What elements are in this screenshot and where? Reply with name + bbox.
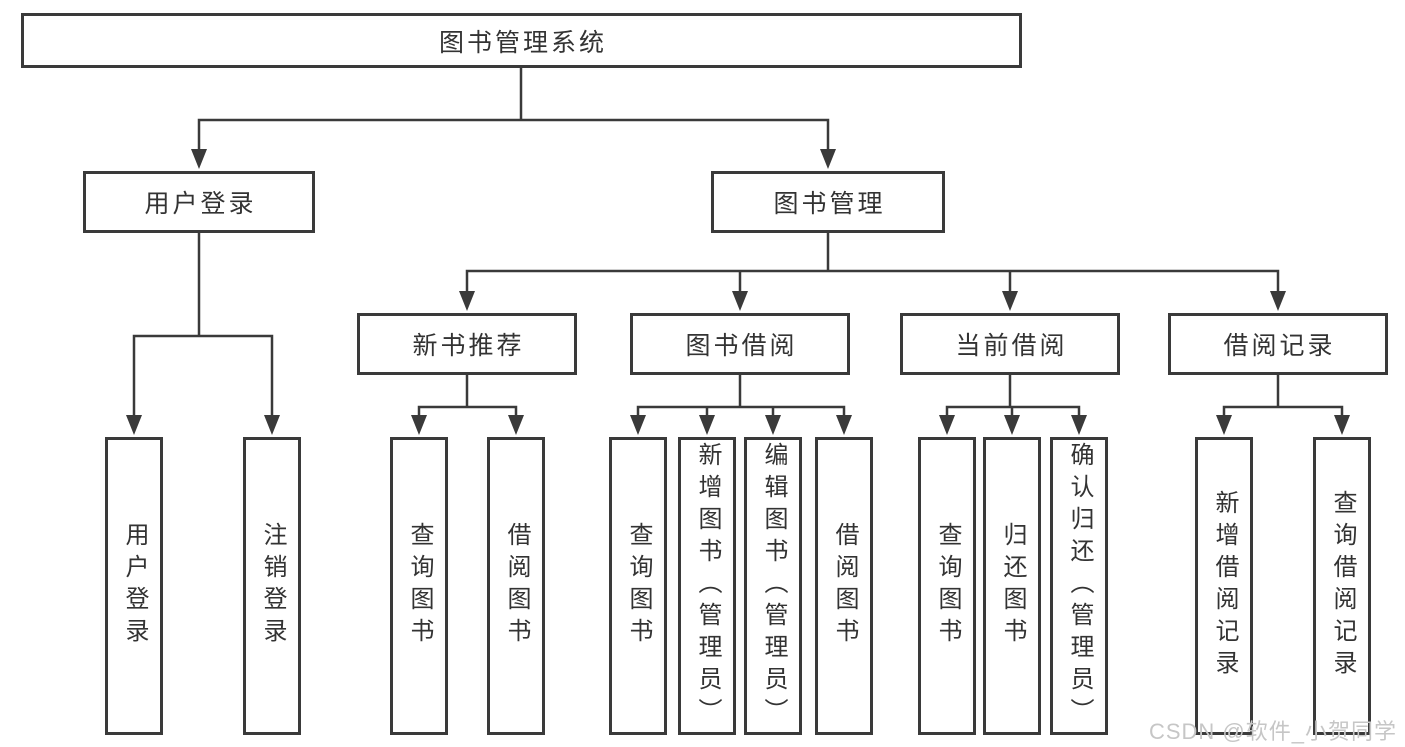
node-borrow-records-label: 借阅记录 — [1223, 332, 1336, 360]
leaf-borrow-borrow-book-label: 借阅图书 — [831, 522, 858, 650]
leaf-logout-label: 注销登录 — [259, 522, 286, 650]
node-current-borrow: 当前借阅 — [900, 313, 1120, 375]
node-new-book-recommend-label: 新书推荐 — [412, 332, 525, 360]
leaf-borrow-query-book: 查询图书 — [609, 437, 667, 735]
leaf-borrow-add-book-admin-label: 新增图书（管理员） — [694, 442, 721, 730]
node-new-book-recommend: 新书推荐 — [357, 313, 577, 375]
leaf-current-confirm-return-admin-label: 确认归还（管理员） — [1066, 442, 1093, 730]
leaf-user-login: 用户登录 — [105, 437, 163, 735]
leaf-current-query-book: 查询图书 — [918, 437, 976, 735]
leaf-recommend-query-book-label: 查询图书 — [406, 522, 433, 650]
leaf-user-login-label: 用户登录 — [121, 522, 148, 650]
node-user-login-label: 用户登录 — [144, 190, 257, 218]
leaf-current-confirm-return-admin: 确认归还（管理员） — [1050, 437, 1108, 735]
leaf-records-query-record: 查询借阅记录 — [1313, 437, 1371, 735]
leaf-records-query-record-label: 查询借阅记录 — [1329, 490, 1356, 682]
node-user-login: 用户登录 — [83, 171, 315, 233]
leaf-borrow-query-book-label: 查询图书 — [625, 522, 652, 650]
node-root-label: 图书管理系统 — [438, 28, 607, 57]
node-book-borrow-label: 图书借阅 — [685, 332, 798, 360]
leaf-records-add-record: 新增借阅记录 — [1195, 437, 1253, 735]
leaf-records-add-record-label: 新增借阅记录 — [1211, 490, 1238, 682]
leaf-current-return-book-label: 归还图书 — [999, 522, 1026, 650]
node-book-management: 图书管理 — [711, 171, 945, 233]
csdn-watermark: CSDN @软件_小贺同学 — [1148, 719, 1397, 744]
leaf-current-return-book: 归还图书 — [983, 437, 1041, 735]
leaf-borrow-borrow-book: 借阅图书 — [815, 437, 873, 735]
leaf-recommend-borrow-book: 借阅图书 — [487, 437, 545, 735]
leaf-recommend-query-book: 查询图书 — [390, 437, 448, 735]
node-current-borrow-label: 当前借阅 — [955, 332, 1068, 360]
leaf-borrow-edit-book-admin-label: 编辑图书（管理员） — [760, 442, 787, 730]
leaf-borrow-add-book-admin: 新增图书（管理员） — [678, 437, 736, 735]
leaf-borrow-edit-book-admin: 编辑图书（管理员） — [744, 437, 802, 735]
node-book-borrow: 图书借阅 — [630, 313, 850, 375]
leaf-recommend-borrow-book-label: 借阅图书 — [503, 522, 530, 650]
node-book-management-label: 图书管理 — [773, 190, 886, 218]
leaf-logout: 注销登录 — [243, 437, 301, 735]
arrowheads — [126, 149, 1350, 435]
leaf-current-query-book-label: 查询图书 — [934, 522, 961, 650]
node-borrow-records: 借阅记录 — [1168, 313, 1388, 375]
node-root-library-management-system: 图书管理系统 — [21, 13, 1022, 68]
